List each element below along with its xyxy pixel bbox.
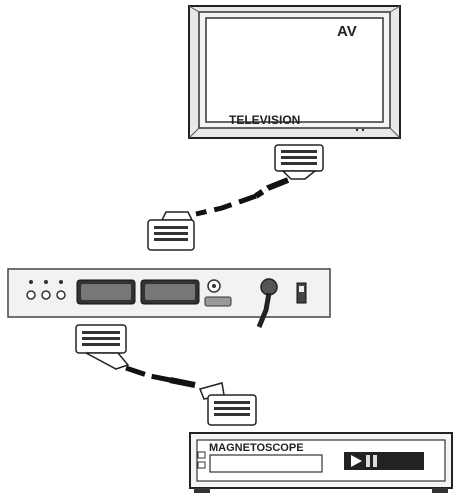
tv-screen-mode-text: AV [337, 23, 357, 40]
vcr-label: MAGNETOSCOPE [209, 442, 304, 454]
vcr: MAGNETOSCOPE [189, 432, 453, 493]
play-display [344, 452, 424, 470]
scart-cable-vcr [75, 324, 257, 426]
scart-plug-icon [198, 382, 257, 426]
scart-plug-icon [147, 211, 195, 251]
power-switch [296, 282, 307, 304]
rca-jacks [26, 280, 66, 300]
scart-cable-tv [147, 144, 324, 251]
serial-port [204, 296, 232, 307]
tv-screen [205, 17, 384, 123]
power-cord [256, 278, 278, 328]
television: AV TELEVISION [188, 5, 401, 139]
scart-plug-icon [274, 144, 324, 180]
tv-label: TELEVISION [229, 113, 300, 127]
scart-plug-icon [75, 324, 130, 370]
play-icon [351, 455, 362, 467]
receiver-rear-panel [7, 268, 331, 328]
cassette-slot [209, 454, 323, 473]
